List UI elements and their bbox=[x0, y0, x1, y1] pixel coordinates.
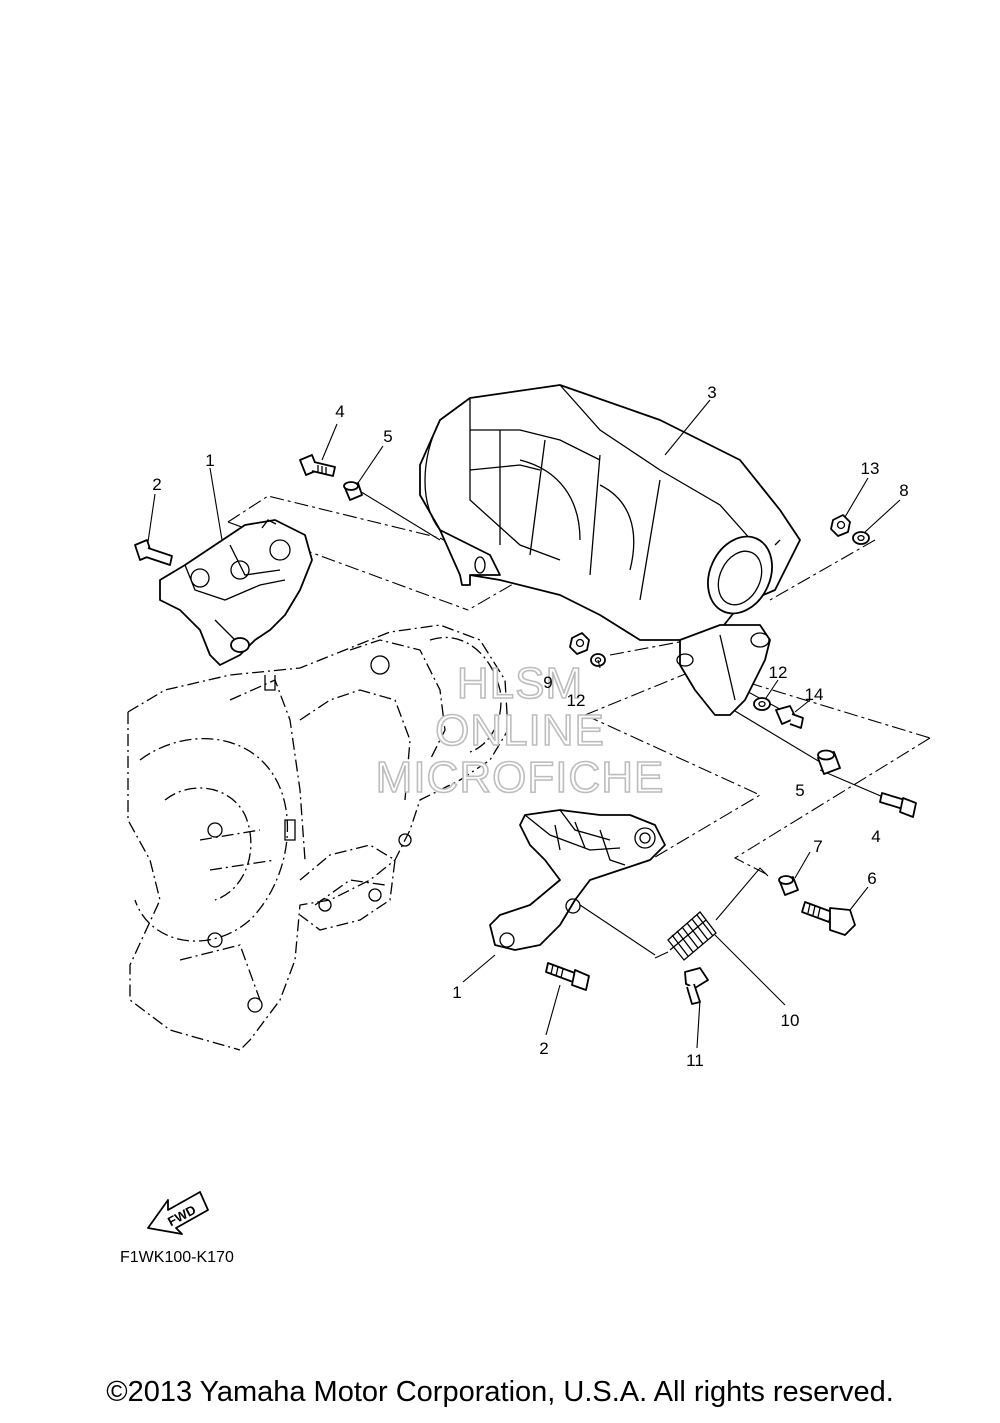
callout-5-right: 5 bbox=[795, 781, 804, 800]
callout-3: 3 bbox=[707, 383, 716, 402]
callout-numbers: 1 2 3 4 5 13 8 9 12 12 14 5 4 7 6 10 1 2… bbox=[152, 383, 908, 1070]
part-4-right-bolt bbox=[879, 792, 917, 818]
callout-1-bottom: 1 bbox=[452, 983, 461, 1002]
watermark-line-1: HLSM bbox=[457, 659, 583, 708]
part-11-bolt bbox=[684, 967, 709, 1005]
part-8-washer bbox=[852, 531, 870, 545]
part-2-top-bolt bbox=[134, 539, 173, 566]
fwd-arrow-icon bbox=[147, 1191, 209, 1235]
engine-phantom-outline bbox=[127, 624, 509, 1051]
part-6-bolt bbox=[801, 901, 856, 936]
part-9-nut bbox=[569, 632, 590, 655]
callout-6: 6 bbox=[867, 869, 876, 888]
part-7-collar bbox=[778, 875, 799, 896]
callout-2-top: 2 bbox=[152, 475, 161, 494]
callout-leaders bbox=[147, 399, 901, 1049]
part-3-intake-cage bbox=[419, 384, 801, 716]
callout-8: 8 bbox=[899, 481, 908, 500]
callout-13: 13 bbox=[861, 459, 880, 478]
callout-12-left: 12 bbox=[567, 691, 586, 710]
callout-12-right: 12 bbox=[769, 663, 788, 682]
part-1-top-mount-bracket bbox=[159, 519, 313, 666]
callout-4-right: 4 bbox=[871, 827, 880, 846]
fwd-direction-badge: FWD bbox=[147, 1191, 209, 1235]
part-1-bottom-mount-bracket bbox=[489, 809, 666, 951]
callout-10: 10 bbox=[781, 1011, 800, 1030]
callout-1-top: 1 bbox=[205, 451, 214, 470]
part-2-bottom-bolt bbox=[545, 962, 590, 991]
part-5-right-collar bbox=[817, 749, 841, 775]
copyright-notice: ©2013 Yamaha Motor Corporation, U.S.A. A… bbox=[106, 1376, 894, 1408]
callout-11: 11 bbox=[686, 1051, 704, 1070]
watermark: HLSM ONLINE MICROFICHE bbox=[375, 658, 665, 803]
part-5-top-collar bbox=[343, 481, 363, 501]
watermark-line-3: MICROFICHE bbox=[376, 753, 665, 802]
part-10-spring bbox=[654, 867, 769, 961]
callout-4-top: 4 bbox=[335, 402, 344, 421]
callout-14: 14 bbox=[805, 685, 824, 704]
part-4-top-bolt bbox=[299, 454, 336, 477]
diagram-code: F1WK100-K170 bbox=[120, 1249, 234, 1266]
watermark-line-2: ONLINE bbox=[435, 706, 605, 755]
part-14-fitting bbox=[775, 705, 804, 729]
callout-9: 9 bbox=[543, 673, 552, 692]
callout-7: 7 bbox=[813, 837, 822, 856]
part-13-nut bbox=[830, 514, 851, 537]
part-12-washer-right bbox=[753, 697, 771, 711]
callout-2-bottom: 2 bbox=[539, 1039, 548, 1058]
callout-5-top: 5 bbox=[383, 427, 392, 446]
